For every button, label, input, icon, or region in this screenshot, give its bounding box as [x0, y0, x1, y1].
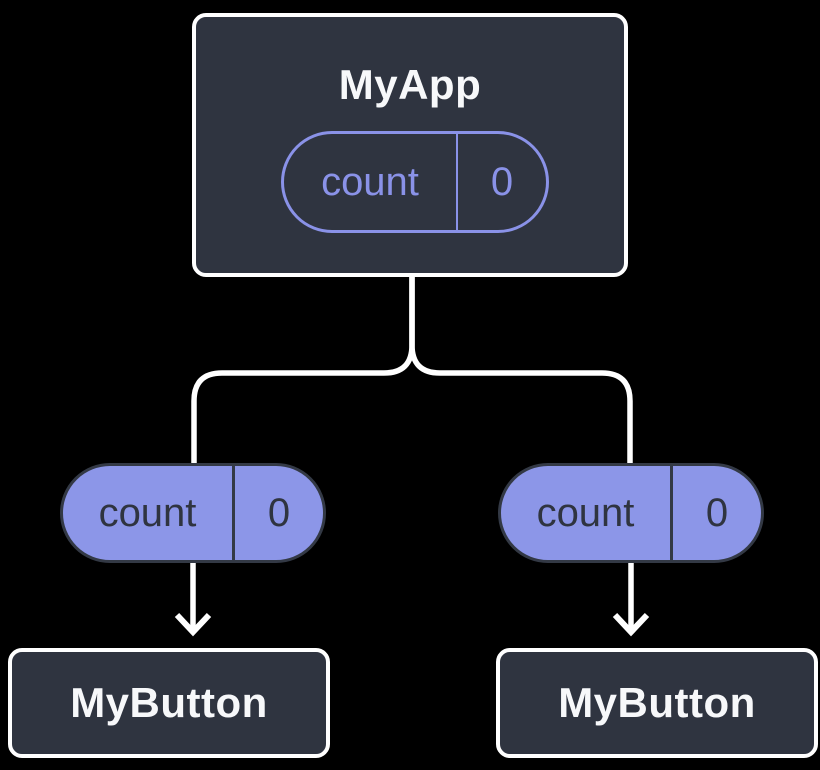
prop-name: count [536, 490, 635, 535]
prop-name: count [98, 490, 197, 535]
state-value: 0 [490, 159, 514, 204]
pill-divider [456, 134, 458, 230]
prop-pill-left: count 0 [60, 463, 326, 563]
prop-value: 0 [267, 490, 291, 535]
component-title: MyButton [70, 679, 268, 726]
arrow-left-head-icon [174, 612, 212, 637]
pill-divider [670, 466, 673, 560]
component-node-mybutton-right: MyButton [496, 648, 818, 758]
state-pill: count 0 [281, 131, 549, 233]
connector-fork-right-branch [409, 275, 633, 466]
component-title: MyButton [558, 679, 756, 726]
arrow-right-head-icon [612, 612, 650, 637]
component-title: MyApp [338, 61, 482, 108]
prop-pill-right: count 0 [498, 463, 764, 563]
state-name: count [321, 159, 419, 204]
connector-fork-left-branch [191, 275, 415, 466]
component-node-mybutton-left: MyButton [8, 648, 330, 758]
prop-value: 0 [705, 490, 729, 535]
component-node-myapp: MyApp count 0 [192, 13, 628, 277]
pill-divider [232, 466, 235, 560]
